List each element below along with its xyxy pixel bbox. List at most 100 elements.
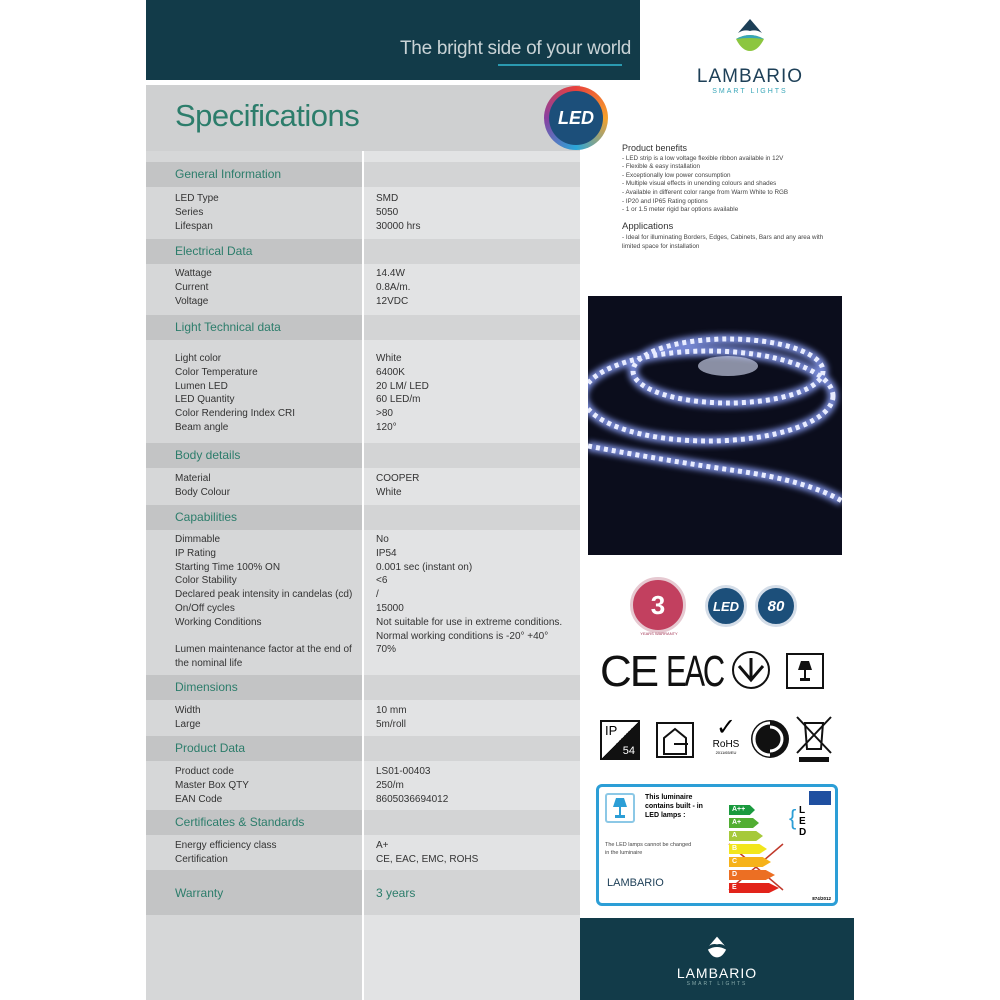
energy-class-arrow: A+ <box>729 818 759 828</box>
spec-row: Normal working conditions is -20° +40° <box>146 630 580 644</box>
feature-badges: 3 YEARS WARRANTY LED 80 <box>625 575 815 636</box>
tagline-underline <box>498 64 622 66</box>
brand-subtitle: SMART LIGHTS <box>712 88 788 95</box>
spec-label: Beam angle <box>175 421 229 433</box>
led-badge-icon: LED <box>544 86 608 150</box>
warranty-label: Warranty <box>175 886 224 900</box>
spec-label <box>146 630 364 644</box>
spec-label: LED Type <box>175 193 219 204</box>
warranty-row: Warranty 3 years <box>146 870 580 915</box>
warranty-value: 3 years <box>376 886 416 900</box>
spec-value: 6400K <box>376 366 405 378</box>
spec-label: Dimmable <box>175 534 221 545</box>
spec-label: Starting Time 100% ON <box>175 561 281 573</box>
spec-value: A+ <box>376 840 389 851</box>
spec-value: >80 <box>376 408 393 420</box>
spec-value: 15000 <box>376 602 404 614</box>
spec-label: Large <box>175 718 201 730</box>
energy-class-arrow: A <box>729 831 763 841</box>
spec-value: 70% <box>376 644 397 656</box>
section-rows: Energy efficiency class A+ Certification CE… <box>146 839 580 867</box>
spec-row: Width 10 mm <box>146 704 580 718</box>
spec-label: Material <box>175 473 211 484</box>
spec-value: / <box>376 589 379 601</box>
footer-logo-icon <box>707 936 727 958</box>
spec-value: 20 LM/ LED <box>376 380 429 392</box>
spec-value: 5050 <box>376 206 399 218</box>
energy-label-title: This luminaire contains built - in LED l… <box>645 794 703 819</box>
energy-class-arrow: E <box>729 883 779 893</box>
spec-label: Current <box>175 281 209 293</box>
warranty-badge-icon: 3 <box>630 577 686 633</box>
spec-label: Width <box>175 705 201 716</box>
lambario-logo-icon <box>736 19 764 51</box>
spec-value <box>364 657 580 671</box>
benefit-item: - IP20 and IP65 Rating options <box>622 197 708 205</box>
spec-value: No <box>376 534 389 545</box>
spec-row: Working Conditions Not suitable for use i… <box>146 616 580 630</box>
spec-value: 10 mm <box>376 705 407 716</box>
spec-label: On/Off cycles <box>175 602 235 614</box>
spec-label: Lumen LED <box>175 380 228 392</box>
applications-title: Applications <box>622 220 674 232</box>
spec-value: 8605036694012 <box>376 793 449 805</box>
spec-label: Master Box QTY <box>175 779 249 791</box>
spec-label: Color Stability <box>175 575 237 587</box>
header-band <box>146 0 640 80</box>
spec-row: Color Rendering Index CRI >80 <box>146 407 580 421</box>
section-header: Dimensions <box>146 675 580 700</box>
brand-logo: LAMBARIO SMART LIGHTS <box>680 15 820 95</box>
spec-value: CE, EAC, EMC, ROHS <box>376 853 479 865</box>
energy-class-arrow: B <box>729 844 767 854</box>
spec-value: Normal working conditions is -20° +40° <box>376 630 549 642</box>
spec-label: Color Rendering Index CRI <box>175 408 296 420</box>
brand-name: LAMBARIO <box>696 66 804 87</box>
section-header: Body details <box>146 443 580 468</box>
section-header: Certificates & Standards <box>146 810 580 835</box>
regulation-number: 874/2012 <box>812 896 831 901</box>
warranty-badge-text: YEARS WARRANTY <box>640 631 678 636</box>
title-band <box>146 85 580 151</box>
green-dot-recycling-icon <box>751 720 789 758</box>
benefits-title: Product benefits <box>622 143 688 153</box>
spec-value-column <box>364 151 580 1000</box>
spec-label-column <box>146 151 362 1000</box>
section-title: Dimensions <box>175 680 238 694</box>
spec-value: 12VDC <box>376 295 409 307</box>
section-header: Capabilities <box>146 505 580 530</box>
spec-value: 0.8A/m. <box>376 281 411 293</box>
section-title: Body details <box>175 448 241 462</box>
section-title: Light Technical data <box>175 320 281 334</box>
benefit-item: - Exceptionally low power consumption <box>622 171 731 179</box>
spec-value: Not suitable for use in extreme conditio… <box>376 616 563 628</box>
spec-label: Product code <box>175 766 234 777</box>
section-title: Certificates & Standards <box>175 815 305 829</box>
section-title: Capabilities <box>175 510 238 524</box>
spec-label: Light color <box>175 353 222 364</box>
applications: Applications - Ideal for illuminating Bo… <box>622 220 842 252</box>
spec-label: Energy efficiency class <box>175 840 277 851</box>
spec-label: Certification <box>175 853 228 865</box>
energy-label: This luminaire contains built - in LED l… <box>596 784 838 906</box>
spec-label: Working Conditions <box>175 616 262 628</box>
ip54-icon: IP 54 <box>600 720 640 760</box>
energy-class-arrow: D <box>729 870 775 880</box>
